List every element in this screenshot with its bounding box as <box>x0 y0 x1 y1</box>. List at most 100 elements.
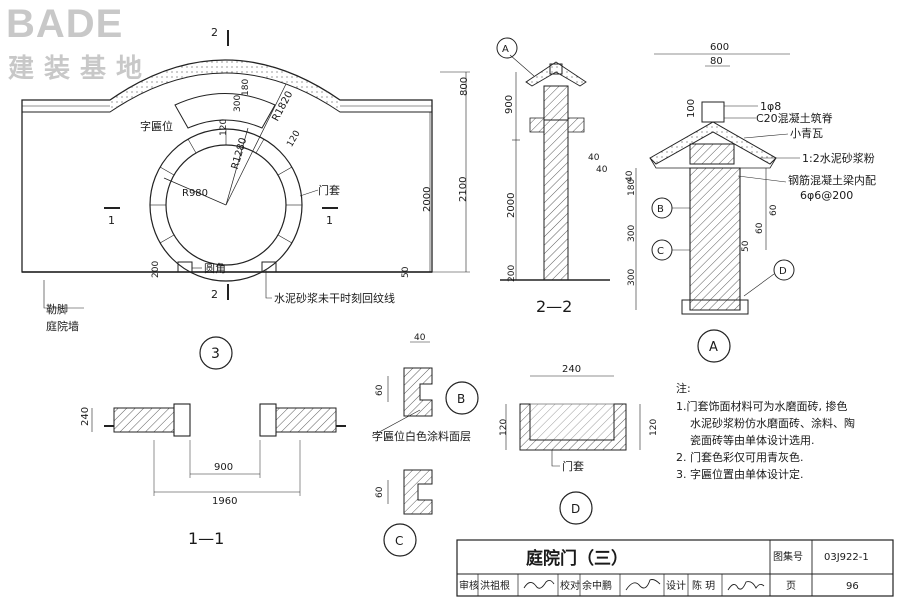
dim-120-a: 120 <box>219 119 229 136</box>
label-mortar-note: 水泥砂浆未干时刻回纹线 <box>274 291 395 305</box>
section11-dim-240-label: 240 <box>80 407 91 426</box>
detailB-label: 字匾位白色涂料面层 <box>372 429 471 443</box>
detailA-shaft <box>689 167 741 311</box>
section-mark-bottom: 2 <box>211 288 218 301</box>
detail-c <box>383 469 433 557</box>
detailA-mark-a: A <box>709 340 718 355</box>
detailA-ridge <box>701 101 725 123</box>
notes-heading: 注: <box>676 381 691 395</box>
detailB-leader <box>371 409 421 437</box>
reviewer-signature <box>523 579 555 589</box>
notes-line-5: 3. 字匾位置由单体设计定. <box>676 467 804 481</box>
section-2-2 <box>496 37 610 281</box>
detailA-mark-a-circle <box>697 329 731 363</box>
detailA-dim-80: 80 <box>710 56 723 67</box>
wall-outline <box>21 59 433 273</box>
wall-coping <box>22 72 432 113</box>
detailA-mark-c: C <box>657 246 664 257</box>
detailC-mark: C <box>395 534 403 548</box>
checker-signature <box>625 579 661 591</box>
door-foot-right <box>261 261 277 273</box>
detailD-mark: D <box>571 502 580 516</box>
detailB-mark: B <box>457 392 465 406</box>
section11-jamb-left <box>173 403 191 437</box>
section22-roof <box>525 61 587 87</box>
title-block-review-label: 审核 <box>459 579 479 592</box>
door-foot-left <box>177 261 193 273</box>
brand-logo: BADE <box>6 2 124 46</box>
leader-plinth <box>43 280 84 309</box>
detailB-mark-circle <box>445 381 479 415</box>
detailA-mark-d-circle <box>773 259 795 281</box>
notes-line-4: 2. 门套色彩仅可用青灰色. <box>676 450 804 464</box>
detail-a <box>635 53 800 363</box>
radius-r1280 <box>225 127 249 206</box>
leader-mortar <box>265 270 272 299</box>
detailA-beam <box>689 143 735 165</box>
detailA-dim-300-a: 300 <box>627 225 637 242</box>
section22-ridge <box>549 63 563 75</box>
detailA-dim-40-a: 40 <box>588 153 600 163</box>
detailA-rebar: 1φ8 <box>760 100 781 113</box>
notes: 注: 1.门套饰面材料可为水磨面砖, 掺色 水泥砂浆粉仿水磨面砖、涂料、陶 瓷面… <box>676 381 855 481</box>
detailA-beam-label: 钢筋混凝土梁内配 <box>788 173 876 187</box>
section-mark-top: 2 <box>211 26 218 39</box>
label-round-corner: 圆角 <box>204 262 226 275</box>
title-block-title: 庭院门（三） <box>526 548 628 569</box>
detailA-concrete: C20混凝土筑脊 <box>756 111 833 125</box>
section11-wall-right <box>275 407 337 433</box>
section22-marker-a-label: A <box>502 44 509 55</box>
detailA-mark-d-leader <box>743 273 775 297</box>
label-yard-wall: 庭院墙 <box>46 319 79 333</box>
detailC-dim-60-label: 60 <box>375 486 385 498</box>
section22-dim-2000: 2000 <box>506 193 517 218</box>
section22-dim-200: 200 <box>507 265 517 282</box>
section22-dim-900: 900 <box>504 95 515 114</box>
dim-2100: 2100 <box>458 177 469 202</box>
detailD-dim-120-a: 120 <box>499 419 509 436</box>
coping-tiles <box>110 60 340 112</box>
section22-marker-a <box>496 37 518 59</box>
detailC-mark-circle <box>383 523 417 557</box>
title-block-checker: 余中鹏 <box>582 579 612 592</box>
section11-jamb-right <box>259 403 277 437</box>
radius-r1820 <box>225 83 287 206</box>
detailA-leader-tile <box>743 133 789 139</box>
dim-r980: R980 <box>182 188 208 199</box>
detailD-label: 门套 <box>562 459 584 473</box>
radius-r980 <box>163 177 227 206</box>
title-block-check-label: 校对 <box>560 579 580 592</box>
detailA-dim-60-b: 60 <box>755 222 765 234</box>
detailA-dim-600: 600 <box>710 42 729 53</box>
front-elevation <box>21 30 470 370</box>
notes-line-3: 瓷面砖等由单体设计选用. <box>690 433 815 447</box>
detailD-leader <box>551 450 560 467</box>
dim-50: 50 <box>401 266 411 278</box>
detailA-leader-beam <box>737 175 787 183</box>
detailA-footing <box>681 299 749 315</box>
section22-shaft <box>543 119 569 281</box>
detailD-dim-120-b: 120 <box>649 419 659 436</box>
detailA-dim-40-c: 40 <box>625 170 635 182</box>
detailD-box <box>529 403 615 441</box>
title-block-designer: 陈 玥 <box>692 579 715 592</box>
section11-dim-1960-label: 1960 <box>212 496 237 507</box>
detailA-dim-180: 180 <box>627 179 637 196</box>
detailA-mark-b: B <box>657 204 664 215</box>
detailA-roof <box>649 121 777 165</box>
detailA-tile: 小青瓦 <box>790 127 823 140</box>
title-block-page-no: 96 <box>846 581 859 592</box>
title-block-atlas-no: 03J922-1 <box>824 552 869 563</box>
detailA-dim-50: 50 <box>741 240 751 252</box>
title-block-design-label: 设计 <box>666 579 686 592</box>
dim-180: 180 <box>241 79 251 96</box>
detailA-dim-300-b: 300 <box>627 269 637 286</box>
label-plinth: 勒脚 <box>46 302 68 316</box>
dim-2000: 2000 <box>422 187 433 212</box>
section11-title: 1—1 <box>188 529 224 548</box>
dim-300: 300 <box>233 95 243 112</box>
detailB-dim-40-label: 40 <box>414 333 426 343</box>
dim-800: 800 <box>459 77 470 96</box>
section22-bracket-right <box>567 117 585 133</box>
